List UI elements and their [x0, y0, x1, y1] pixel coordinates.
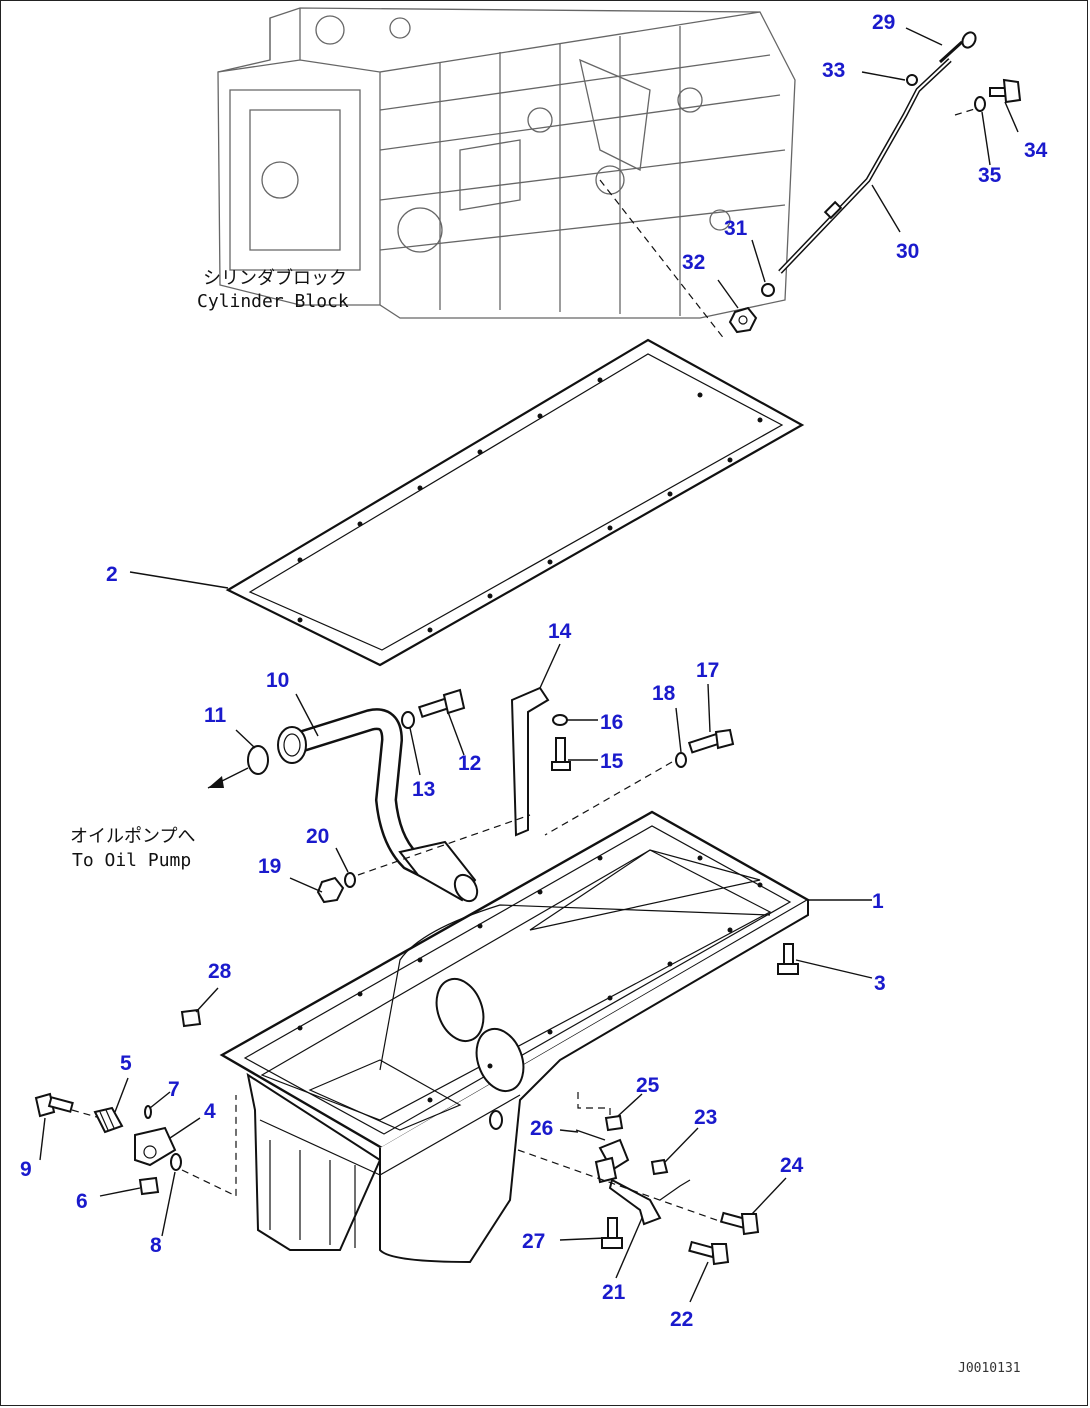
callout-22[interactable]: 22 — [670, 1308, 693, 1331]
callout-19[interactable]: 19 — [258, 855, 281, 878]
callout-1[interactable]: 1 — [872, 890, 884, 913]
nut-25 — [604, 1114, 624, 1132]
bolt-22 — [688, 1240, 730, 1266]
suction-pipe-10 — [277, 708, 479, 903]
plug-28 — [180, 1008, 202, 1028]
callout-2[interactable]: 2 — [106, 563, 118, 586]
plug-6 — [138, 1176, 160, 1196]
callout-35[interactable]: 35 — [978, 164, 1002, 187]
bolt-3 — [777, 943, 799, 975]
callout-14[interactable]: 14 — [548, 620, 572, 643]
bolt-27 — [601, 1217, 623, 1249]
lead-9 — [71, 1109, 101, 1119]
callout-17[interactable]: 17 — [696, 659, 719, 682]
sensor-21 — [594, 1156, 691, 1226]
callout-21[interactable]: 21 — [602, 1281, 626, 1304]
callout-23[interactable]: 23 — [694, 1106, 717, 1129]
callout-29[interactable]: 29 — [872, 11, 895, 34]
valve-body-4 — [134, 1126, 177, 1167]
callout-25[interactable]: 25 — [636, 1074, 660, 1097]
dipstick-29 — [938, 31, 977, 64]
lead-35 — [954, 107, 979, 116]
callout-9[interactable]: 9 — [20, 1158, 32, 1181]
bolt-15 — [551, 737, 571, 771]
gasket-2 — [225, 338, 805, 667]
callout-12[interactable]: 12 — [458, 752, 481, 775]
bolt-9 — [34, 1092, 74, 1118]
washer-13 — [401, 711, 415, 729]
callout-13[interactable]: 13 — [412, 778, 435, 801]
callout-27[interactable]: 27 — [522, 1230, 545, 1253]
cylinder-block-sketch — [217, 7, 796, 319]
callout-6[interactable]: 6 — [76, 1190, 88, 1213]
callout-32[interactable]: 32 — [682, 251, 705, 274]
bolt-34 — [989, 78, 1022, 104]
callout-30[interactable]: 30 — [896, 240, 919, 263]
leader-lines — [39, 27, 1019, 1303]
part-33 — [906, 74, 918, 86]
arrow-head — [208, 776, 224, 788]
bolt-24 — [719, 1211, 760, 1236]
lead-26 — [575, 1129, 606, 1141]
callout-4[interactable]: 4 — [204, 1100, 216, 1123]
callout-numbers: 1 2 3 4 5 6 7 8 9 10 11 12 13 14 15 16 1… — [20, 11, 1048, 1331]
callout-28[interactable]: 28 — [208, 960, 232, 983]
washer-20 — [344, 872, 356, 888]
callout-20[interactable]: 20 — [306, 825, 329, 848]
bracket-14 — [510, 686, 550, 837]
drawing-code: J0010131 — [958, 1361, 1021, 1376]
callout-3[interactable]: 3 — [874, 972, 886, 995]
lead-18 — [544, 761, 673, 836]
bolt-17 — [687, 728, 735, 754]
caption-oilpump-jp: オイルポンプへ — [70, 826, 195, 847]
callout-34[interactable]: 34 — [1024, 139, 1048, 162]
fitting-5 — [93, 1106, 124, 1134]
nut-32 — [728, 306, 758, 334]
ring-8 — [170, 1153, 182, 1171]
oil-pan-1 — [219, 810, 811, 1264]
nut-16 — [552, 714, 568, 726]
part-31 — [761, 283, 775, 297]
callout-24[interactable]: 24 — [780, 1154, 804, 1177]
bolt-12 — [417, 688, 466, 718]
caption-cylinder-en: Cylinder Block — [197, 291, 349, 312]
caption-cylinder-jp: シリンダブロック — [203, 267, 347, 289]
lead-24 — [517, 1149, 723, 1223]
callout-16[interactable]: 16 — [600, 711, 623, 734]
ring-7 — [144, 1105, 152, 1119]
callout-15[interactable]: 15 — [600, 750, 624, 773]
callout-5[interactable]: 5 — [120, 1052, 132, 1075]
connector-23 — [650, 1158, 669, 1176]
callout-7[interactable]: 7 — [168, 1078, 180, 1101]
caption-oilpump-en: To Oil Pump — [72, 850, 191, 871]
o-ring-11 — [247, 745, 269, 775]
washer-35 — [974, 96, 986, 112]
callout-31[interactable]: 31 — [724, 217, 748, 240]
washer-18 — [675, 752, 687, 768]
callout-26[interactable]: 26 — [530, 1117, 553, 1140]
callout-11[interactable]: 11 — [204, 704, 227, 727]
callout-10[interactable]: 10 — [266, 669, 289, 692]
callout-18[interactable]: 18 — [652, 682, 676, 705]
dipstick-guide-30 — [778, 58, 952, 274]
nut-19 — [316, 876, 345, 904]
lead-20 — [357, 814, 531, 876]
callout-33[interactable]: 33 — [822, 59, 845, 82]
lead-25 — [577, 1092, 611, 1118]
callout-8[interactable]: 8 — [150, 1234, 162, 1257]
lead-32 — [599, 179, 726, 341]
